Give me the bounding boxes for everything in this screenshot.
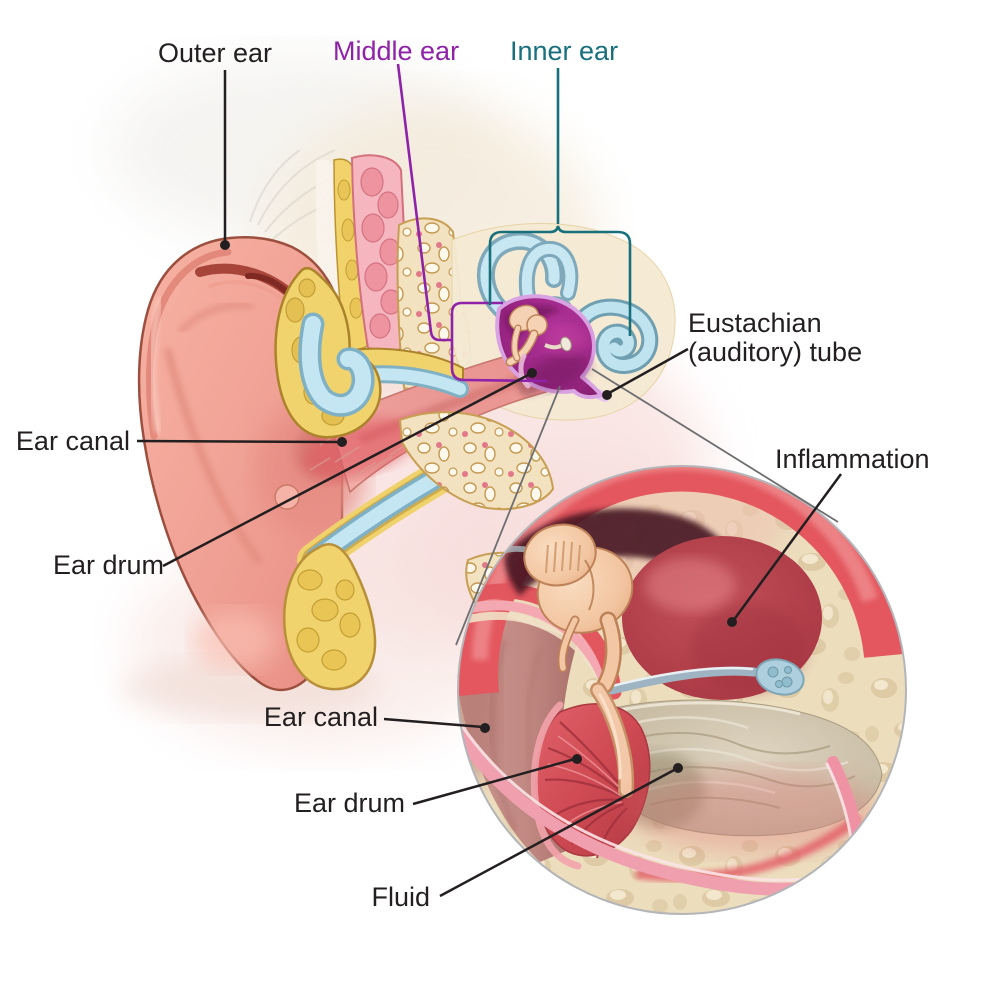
upper-cartilage-hook	[274, 266, 382, 439]
leader-fluid	[439, 763, 683, 898]
middle-ear-bracket	[396, 63, 548, 383]
inset-bottom-stripes	[458, 718, 880, 896]
leader-ear-drum-main	[162, 368, 537, 568]
leader-eustachian	[602, 347, 689, 400]
ossicles	[505, 304, 572, 367]
leader-ear-canal-inset	[383, 717, 490, 733]
middle-ear	[495, 294, 610, 402]
label-eustachian-line2: (auditory) tube	[688, 337, 862, 367]
labels: Outer ear Middle ear Inner ear Ear canal…	[16, 36, 930, 912]
label-inner-ear: Inner ear	[510, 36, 618, 66]
leader-inflammation	[727, 473, 843, 627]
label-eustachian-line1: Eustachian	[688, 308, 822, 338]
label-middle-ear: Middle ear	[333, 36, 459, 66]
magnifier-line-left	[455, 385, 561, 646]
inner-ear-bracket	[488, 68, 632, 336]
leader-ear-canal-main	[136, 437, 347, 447]
inset-tendon	[607, 658, 805, 696]
label-ear-drum-main: Ear drum	[53, 550, 164, 580]
bone-wedge-below-canal	[398, 411, 555, 511]
inset-otitis-media	[457, 465, 907, 915]
label-inflammation: Inflammation	[775, 444, 930, 474]
magnifier-line-right	[591, 368, 839, 523]
label-outer-ear: Outer ear	[158, 38, 272, 68]
label-ear-drum-inset: Ear drum	[294, 788, 405, 818]
label-fluid: Fluid	[371, 882, 430, 912]
magnifier-lines	[455, 368, 839, 646]
leader-outer-ear	[220, 70, 230, 250]
leader-ear-drum-inset	[412, 754, 582, 806]
label-ear-canal-inset: Ear canal	[264, 702, 378, 732]
inset-circle-rim	[457, 465, 907, 915]
inset-ear-drum	[530, 682, 651, 870]
leader-lines	[136, 70, 843, 898]
label-ear-canal-main: Ear canal	[16, 426, 130, 456]
